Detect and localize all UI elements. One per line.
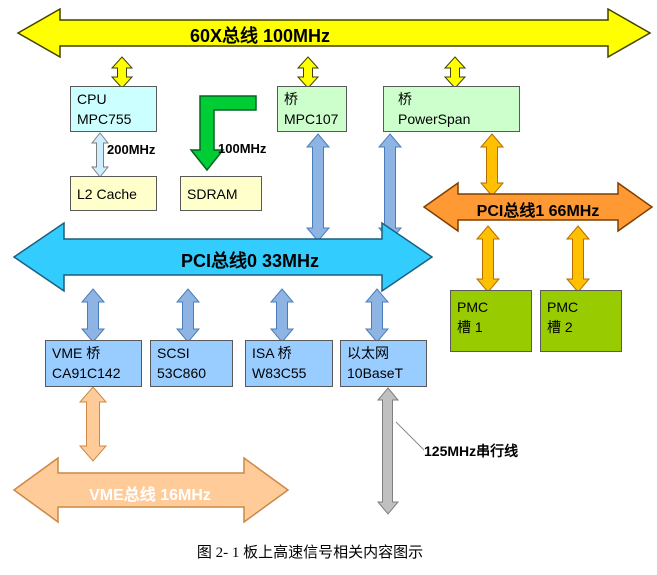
bus-vme-label: VME总线 16MHz bbox=[89, 487, 211, 504]
arrow-pci0-to-isa-icon bbox=[269, 288, 295, 343]
vme-bridge-line2: CA91C142 bbox=[52, 365, 121, 381]
bus-pci0-arrow bbox=[12, 221, 434, 293]
cpu-box-line2: MPC755 bbox=[77, 111, 132, 127]
cpu-box: CPU MPC755 bbox=[70, 86, 157, 132]
vme-bridge-line1: VME 桥 bbox=[52, 345, 101, 361]
bus-pci1-arrow bbox=[422, 181, 654, 233]
vme-bridge-box: VME 桥 CA91C142 bbox=[45, 340, 142, 387]
bridge-powerspan-line2: PowerSpan bbox=[398, 111, 471, 127]
sdram-box: SDRAM bbox=[180, 176, 262, 211]
isa-bridge-box: ISA 桥 W83C55 bbox=[245, 340, 333, 387]
bus-vme-arrow bbox=[12, 456, 290, 524]
arrow-cpu-to-l2cache-icon bbox=[90, 132, 110, 178]
scsi-box: SCSI 53C860 bbox=[150, 340, 233, 387]
serial-label-leader-line bbox=[395, 421, 425, 451]
arrow-ethernet-serial-icon bbox=[376, 387, 400, 515]
bus-pci1-label: PCI总线1 66MHz bbox=[476, 203, 600, 220]
arrow-pci1-to-pmc1-icon bbox=[475, 225, 501, 293]
arrow-pci1-to-pmc2-icon bbox=[565, 225, 591, 293]
l2cache-box-label: L2 Cache bbox=[77, 186, 137, 202]
figure-caption: 图 2- 1 板上高速信号相关内容图示 bbox=[196, 545, 424, 561]
bus-60x-arrow bbox=[16, 7, 652, 59]
sdram-box-label: SDRAM bbox=[187, 186, 238, 202]
l2cache-box: L2 Cache bbox=[70, 176, 157, 211]
arrow-60x-to-mpc107-icon bbox=[296, 56, 320, 89]
arrow-pci0-to-vmebridge-icon bbox=[80, 288, 106, 343]
bus-60x-label: 60X总线 100MHz bbox=[189, 26, 331, 46]
bus-pci0-label: PCI总线0 33MHz bbox=[180, 251, 320, 271]
l2-frequency-label: 200MHz bbox=[107, 142, 156, 157]
ethernet-box-line2: 10BaseT bbox=[347, 365, 404, 381]
arrow-memory-to-sdram-icon bbox=[189, 95, 257, 172]
arrow-vmebridge-to-vmebus-icon bbox=[78, 386, 108, 462]
scsi-box-line2: 53C860 bbox=[157, 365, 207, 381]
ethernet-box-line1: 以太网 bbox=[347, 345, 389, 361]
arrow-pci0-to-scsi-icon bbox=[175, 288, 201, 343]
arrow-pci0-to-ethernet-icon bbox=[364, 288, 390, 343]
cpu-box-line1: CPU bbox=[77, 91, 107, 107]
isa-bridge-line2: W83C55 bbox=[252, 365, 307, 381]
pmc-slot1-line2: 槽 1 bbox=[457, 319, 483, 335]
pmc-slot2-line1: PMC bbox=[547, 299, 579, 315]
arrow-mpc107-to-pci0-icon bbox=[305, 133, 331, 242]
bridge-powerspan-box: 桥 PowerSpan bbox=[383, 86, 520, 132]
pmc-slot2-line2: 槽 2 bbox=[547, 319, 573, 335]
bridge-powerspan-line1: 桥 bbox=[398, 91, 412, 107]
sdram-frequency-label: 100MHz bbox=[218, 141, 267, 156]
pmc-slot1-line1: PMC bbox=[457, 299, 489, 315]
scsi-box-line1: SCSI bbox=[157, 345, 190, 361]
arrow-60x-to-powerspan-icon bbox=[443, 56, 467, 89]
pmc-slot1-box: PMC 槽 1 bbox=[450, 290, 532, 352]
bridge-mpc107-box: 桥 MPC107 bbox=[277, 86, 347, 132]
isa-bridge-line1: ISA 桥 bbox=[252, 345, 292, 361]
ethernet-box: 以太网 10BaseT bbox=[340, 340, 427, 387]
bridge-mpc107-line1: 桥 bbox=[284, 91, 298, 107]
bridge-mpc107-line2: MPC107 bbox=[284, 111, 339, 127]
pmc-slot2-box: PMC 槽 2 bbox=[540, 290, 622, 352]
arrow-powerspan-to-pci1-icon bbox=[479, 133, 505, 197]
serial-line-label: 125MHz串行线 bbox=[424, 443, 519, 459]
arrow-60x-to-cpu-icon bbox=[110, 56, 134, 89]
